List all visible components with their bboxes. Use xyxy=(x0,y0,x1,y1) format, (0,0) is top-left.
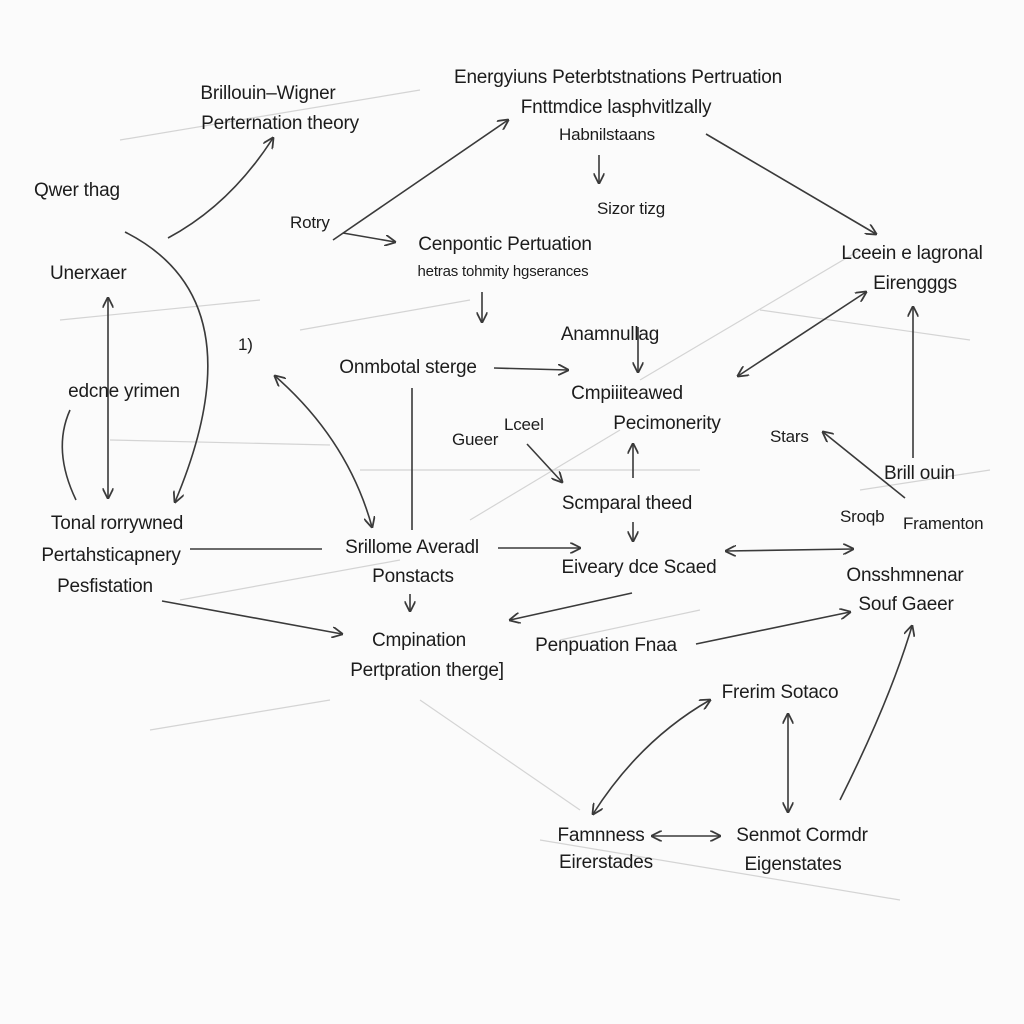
node-energy-title: Energyiuns Peterbtstnations Pertruation xyxy=(453,67,783,88)
node-cmpination-subtitle: Pertpration therge] xyxy=(350,660,504,681)
node-uner: Unerxaer xyxy=(50,263,127,284)
node-frerim: Frerim Sotaco xyxy=(721,682,839,703)
arrow-ombotal-right xyxy=(493,368,568,370)
node-tonal-title: Tonal rorrywned xyxy=(50,513,184,534)
arrow-lceel-scmparal xyxy=(526,443,562,482)
node-lceel: Lceel xyxy=(504,415,544,434)
arrow-rotry-to-cenpontic xyxy=(342,232,395,242)
node-sroqb: Sroqb xyxy=(840,507,885,526)
node-tonal-line2: Pertahsticapnery xyxy=(41,545,181,566)
node-srillome-title: Srillome Averadl xyxy=(345,537,479,558)
node-srillome-subtitle: Ponstacts xyxy=(372,566,454,587)
node-leeein-subtitle: Eirengggs xyxy=(873,273,957,294)
node-energy-line2: Fnttmdice lasphvitlzally xyxy=(520,97,712,118)
arrow-eiveary-onsshm xyxy=(726,549,853,551)
node-eiveary: Eiveary dce Scaed xyxy=(561,557,717,578)
arrow-energy-to-leeein xyxy=(705,133,876,234)
node-rotry: Rotry xyxy=(290,213,330,232)
node-penpuation: Penpuation Fnaa xyxy=(535,635,677,656)
node-onsshm-title: Onsshmnenar xyxy=(846,565,964,586)
node-cenpontic-title: Cenpontic Pertuation xyxy=(418,234,592,255)
arrow-rotry-to-energy xyxy=(332,120,508,241)
node-cmpiiiteawed-title: Cmpiiiteawed xyxy=(571,383,683,404)
node-tonal-line3: Pesfistation xyxy=(57,576,153,597)
arrow-frerim-famnness xyxy=(593,700,710,814)
node-cmpination-title: Cmpination xyxy=(371,630,467,651)
node-famnness-title: Famnness xyxy=(557,825,645,846)
arrow-penpuation-onsshm xyxy=(695,612,850,645)
node-anamnullag: Anamnullag xyxy=(560,324,660,345)
node-cenpontic-subtitle: hetras tohmity hgserances xyxy=(417,263,589,280)
node-famnness-subtitle: Eirerstades xyxy=(559,852,653,873)
node-leeein-title: Lceein e lagronal xyxy=(841,243,983,264)
arrow-to-brillouin-wigner xyxy=(167,138,273,239)
arrow-tonal-cmpination xyxy=(161,600,342,634)
node-ower-thag: Qwer thag xyxy=(34,180,120,201)
arrow-brill-ouin-stars xyxy=(823,432,906,499)
node-scmparal: Scmparal theed xyxy=(561,493,693,514)
node-cmpiiiteawed-subtitle: Pecimonerity xyxy=(613,413,721,434)
node-brillouin-wigner-subtitle: Perternation theory xyxy=(201,113,359,134)
node-sizor: Sizor tizg xyxy=(597,199,665,218)
arrow-edcne-curve xyxy=(61,409,77,501)
arrow-eiveary-to-penpuation xyxy=(510,592,633,620)
node-senmot-title: Senmot Cormdr xyxy=(736,825,868,846)
node-ombotal: Onmbotal sterge xyxy=(339,357,477,378)
arrow-senmot-onsshm xyxy=(839,626,912,801)
node-paren: 1) xyxy=(238,335,253,354)
node-edcne: edcne yrimen xyxy=(68,381,180,402)
node-framenton: Framenton xyxy=(903,514,984,533)
node-brillouin-wigner-title: Brillouin–Wigner xyxy=(200,83,336,104)
node-onsshm-subtitle: Souf Gaeer xyxy=(858,594,954,615)
arrow-paren-srillome xyxy=(275,376,372,527)
node-stars: Stars xyxy=(770,427,809,446)
node-gueer: Gueer xyxy=(452,430,499,449)
node-brill-ouin: Brill ouin xyxy=(884,463,955,484)
arrow-ower-thag-down xyxy=(124,231,209,502)
node-energy-line3: Habnilstaans xyxy=(559,125,655,144)
arrow-leeein-anamnullag xyxy=(738,292,866,376)
node-senmot-subtitle: Eigenstates xyxy=(744,854,842,875)
